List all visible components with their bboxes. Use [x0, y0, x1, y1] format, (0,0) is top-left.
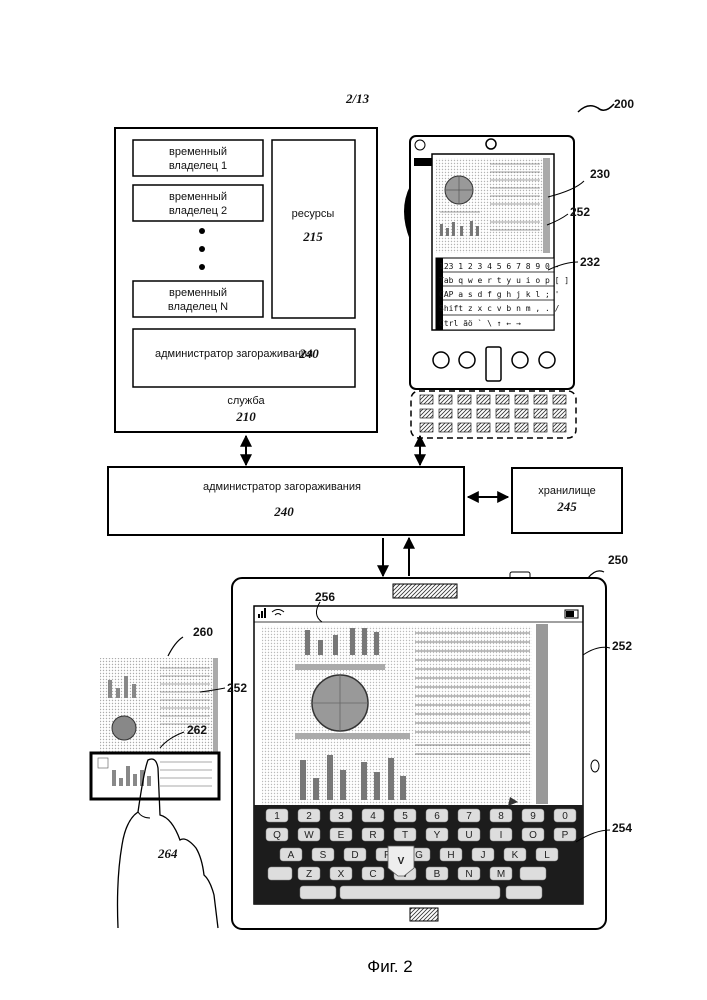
tablet-device: 2 5 0: [232, 553, 632, 929]
svg-text:Y: Y: [434, 830, 441, 841]
figure-caption: Фиг. 2: [367, 957, 412, 976]
svg-text:260: 260: [193, 625, 213, 639]
svg-text:252: 252: [612, 639, 632, 653]
svg-text:6: 6: [434, 811, 440, 822]
key-popup: V: [388, 846, 414, 876]
service-box: временный владелец 1 временный владелец …: [115, 128, 377, 432]
svg-text:владелец N: владелец N: [168, 301, 228, 313]
svg-text:215: 215: [302, 229, 323, 244]
svg-text:250: 250: [608, 553, 628, 567]
svg-text:S: S: [320, 850, 327, 861]
svg-text:200: 200: [614, 97, 634, 111]
svg-text:1: 1: [274, 811, 280, 822]
resources-box: ресурсы 215: [272, 140, 355, 318]
temp-owner-2: временный владелец 2: [133, 185, 263, 221]
svg-text:262: 262: [187, 723, 207, 737]
svg-text:252: 252: [570, 205, 590, 219]
temp-owner-n: временный владелец N: [133, 281, 263, 317]
svg-text:U: U: [465, 830, 472, 841]
service-ref: 210: [235, 409, 256, 424]
svg-text:владелец 1: владелец 1: [169, 160, 227, 172]
svg-text:9: 9: [530, 811, 536, 822]
svg-text:D: D: [351, 850, 358, 861]
svg-text:Q: Q: [273, 830, 281, 841]
svg-text:администратор загораживания: администратор загораживания: [203, 481, 361, 493]
svg-text:E: E: [338, 830, 345, 841]
svg-text:B: B: [434, 869, 441, 880]
svg-text:W: W: [304, 830, 314, 841]
svg-text:L: L: [544, 850, 550, 861]
svg-text:K: K: [512, 850, 519, 861]
svg-text:временный: временный: [169, 191, 227, 203]
svg-text:2: 2: [306, 811, 312, 822]
svg-text:245: 245: [556, 499, 577, 514]
temp-owner-1: временный владелец 1: [133, 140, 263, 176]
tablet-keyboard: 1234567890 QWERTYUIOP ASDFGHJKL ZXCVBNM …: [254, 805, 583, 904]
svg-text:H: H: [447, 850, 454, 861]
svg-text:Z: Z: [306, 869, 312, 880]
svg-text:M: M: [497, 869, 505, 880]
svg-text:256: 256: [315, 590, 335, 604]
svg-text:230: 230: [590, 167, 610, 181]
svg-text:Ctrl ãö ` \ ↑ ← →: Ctrl ãö ` \ ↑ ← →: [439, 318, 521, 328]
page-number: 2/13: [345, 91, 370, 106]
svg-text:хранилище: хранилище: [538, 485, 596, 497]
svg-text:P: P: [562, 830, 569, 841]
svg-text:администратор загораживания: администратор загораживания: [155, 348, 313, 360]
svg-text:Tab q w e r t y u i o p [ ]: Tab q w e r t y u i o p [ ]: [439, 276, 569, 285]
inner-fence-admin-box: администратор загораживания 240: [133, 329, 355, 387]
phone-keyboard: 123 1 2 3 4 5 6 7 8 9 0 - Tab q w e r t …: [436, 258, 569, 330]
phone-device: 200: [404, 97, 634, 438]
svg-text:T: T: [402, 830, 408, 841]
phone-screen: 123 1 2 3 4 5 6 7 8 9 0 - Tab q w e r t …: [432, 154, 569, 330]
svg-text:O: O: [529, 830, 537, 841]
svg-text:ресурсы: ресурсы: [292, 208, 335, 220]
svg-text:232: 232: [580, 255, 600, 269]
storage-box: хранилище 245: [512, 468, 622, 533]
service-label: служба: [227, 395, 265, 407]
svg-text:123 1 2 3 4 5 6 7 8 9 0 -: 123 1 2 3 4 5 6 7 8 9 0 -: [439, 262, 559, 271]
svg-text:G: G: [415, 850, 423, 861]
svg-text:240: 240: [298, 346, 319, 361]
svg-text:7: 7: [466, 811, 472, 822]
svg-text:5: 5: [402, 811, 408, 822]
svg-text:J: J: [481, 850, 486, 861]
svg-text:временный: временный: [169, 287, 227, 299]
svg-text:N: N: [465, 869, 472, 880]
small-device: 260 252 262 264: [91, 625, 247, 928]
svg-text:R: R: [369, 830, 376, 841]
svg-text:X: X: [338, 869, 345, 880]
svg-text:CAP a s d f g h j k l ; ': CAP a s d f g h j k l ; ': [439, 290, 559, 299]
svg-text:240: 240: [273, 504, 294, 519]
svg-text:3: 3: [338, 811, 344, 822]
svg-text:4: 4: [370, 811, 376, 822]
svg-text:254: 254: [612, 821, 632, 835]
phone-slide-keyboard: [411, 391, 576, 438]
svg-text:0: 0: [562, 811, 568, 822]
svg-text:I: I: [500, 830, 503, 841]
svg-text:Shift z x c v b n m , . /: Shift z x c v b n m , . /: [439, 304, 560, 313]
svg-text:A: A: [288, 850, 295, 861]
svg-text:264: 264: [157, 846, 178, 861]
svg-text:C: C: [369, 869, 376, 880]
svg-text:8: 8: [498, 811, 504, 822]
tablet-screen: 1234567890 QWERTYUIOP ASDFGHJKL ZXCVBNM …: [254, 606, 583, 904]
fence-admin-box: администратор загораживания 240: [108, 467, 464, 535]
svg-text:V: V: [398, 856, 405, 867]
svg-text:252: 252: [227, 681, 247, 695]
svg-text:временный: временный: [169, 146, 227, 158]
svg-text:владелец 2: владелец 2: [169, 205, 227, 217]
